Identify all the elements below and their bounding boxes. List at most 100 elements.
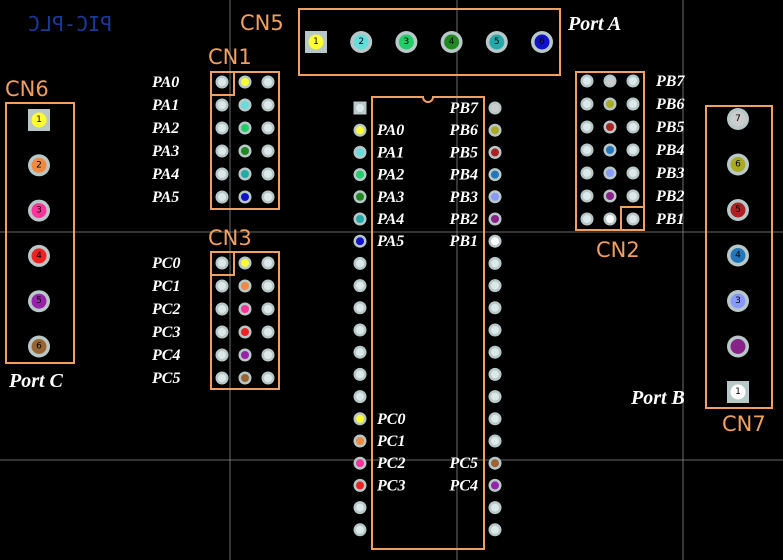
ic-pin-right-25: [488, 434, 502, 448]
cn1-label-pa5: PA5: [151, 189, 179, 206]
ic-label-left-pa2: PA2: [376, 167, 404, 184]
cn3-pad-c-4: [261, 348, 275, 362]
ic-label-right-pb3: PB3: [449, 189, 478, 206]
ic-pin-right-32: [488, 279, 502, 293]
cn3-pad-a-5: [215, 371, 229, 385]
cn2-label-pb3: PB3: [655, 165, 684, 182]
ic-label-left-pa1: PA1: [376, 144, 404, 161]
cn6-pin-4: 4: [28, 244, 50, 267]
ic-label-left-pc1: PC1: [376, 433, 405, 450]
cn7-pin-2: 6: [727, 153, 749, 176]
ic-label-right-pc5: PC5: [449, 455, 478, 472]
cn3-pad-a-1: [215, 279, 229, 293]
port-c-label: Port C: [8, 370, 64, 392]
cn2-pad-b-2: [603, 120, 617, 134]
ic-label-right-pb1: PB1: [449, 233, 478, 250]
ic-pin-right-38: [488, 145, 502, 159]
cn6-pin-1-number: 1: [36, 115, 42, 125]
ic-pin-left-15: [353, 412, 367, 426]
cn3-pad-c-5: [261, 371, 275, 385]
cn2-pad-c-6: [626, 212, 640, 226]
ic-pin-right-33: [488, 256, 502, 270]
ic-pin-right-21: [488, 523, 502, 537]
cn1-pad-c-2: [261, 121, 275, 135]
cn7-pin-1: 7: [727, 108, 749, 130]
cn3-pad-b-2: [238, 302, 252, 316]
ic-pin-left-13: [353, 367, 367, 381]
cn1-pad-a-1: [215, 98, 229, 112]
cn6-outline: [5, 102, 75, 364]
ic-pin-right-30: [488, 323, 502, 337]
cn1-label: CN1: [208, 45, 252, 69]
cn3-pad-b-3: [238, 325, 252, 339]
cn5-label: CN5: [240, 11, 284, 35]
ic-pin-left-6: [353, 212, 367, 226]
cn2-pin1-marker: [620, 206, 645, 231]
cn6-pin-5: 5: [28, 290, 50, 313]
cn7-pin-1-number: 7: [735, 114, 741, 124]
cn1-label-pa3: PA3: [151, 143, 179, 160]
ic-label-left-pa3: PA3: [376, 189, 404, 206]
cn1-pad-b-5: [238, 190, 252, 204]
cn5-outline: [298, 8, 561, 76]
ic-pin-right-27: [488, 390, 502, 404]
cn3-outline: [210, 251, 280, 390]
cn2-pad-a-3: [580, 143, 594, 157]
cn6-pin-4-number: 4: [36, 251, 42, 261]
cn2-pad-a-4: [580, 166, 594, 180]
cn3-pad-c-2: [261, 302, 275, 316]
cn7-pin-2-number: 6: [735, 160, 741, 170]
cn3-pad-a-0: [215, 256, 229, 270]
cn3-label-pc3: PC3: [151, 324, 180, 341]
cn6-pin-2: 2: [28, 154, 50, 177]
cn5-pin-4-number: 4: [449, 37, 455, 47]
ic-label-right-pb4: PB4: [449, 167, 478, 184]
cn2-pad-c-5: [626, 189, 640, 203]
ic-pin-left-16: [353, 434, 367, 448]
ic-outline: [371, 96, 485, 550]
cn3-label-pc2: PC2: [151, 301, 180, 318]
ic-pin-left-9: [353, 279, 367, 293]
cn1-pad-a-4: [215, 167, 229, 181]
cn1-label-pa0: PA0: [151, 74, 179, 91]
cn6-pin-3: 3: [28, 199, 50, 222]
ic-pin-right-28: [488, 367, 502, 381]
cn1-pad-b-3: [238, 144, 252, 158]
cn6-pin-6: 6: [28, 335, 50, 358]
cn3-pin1-marker: [210, 251, 235, 276]
cn3-label-pc5: PC5: [151, 370, 180, 387]
ic-pin-right-35: [488, 212, 502, 226]
cn3-pad-b-4: [238, 348, 252, 362]
ic-label-right-pb6: PB6: [449, 122, 478, 139]
cn3-pad-b-0: [238, 256, 252, 270]
ic-pin-right-40: [488, 101, 502, 115]
ic-pin-left-20: [353, 523, 367, 537]
cn3-label-pc4: PC4: [151, 347, 180, 364]
cn5-pin-2: 2: [350, 31, 373, 53]
cn2-pad-a-2: [580, 120, 594, 134]
ic-label-left-pa0: PA0: [376, 122, 404, 139]
cn1-pad-a-5: [215, 190, 229, 204]
cn7-pin-3: 5: [727, 199, 749, 221]
ic-pin-right-29: [488, 345, 502, 359]
cn2-pad-b-3: [603, 143, 617, 157]
ic-pin-right-39: [488, 123, 502, 137]
cn3-label-pc1: PC1: [151, 278, 180, 295]
cn7-pin-3-number: 5: [735, 205, 741, 215]
ic-pin-right-24: [488, 456, 502, 470]
cn7-pin-4-number: 4: [735, 251, 741, 261]
cn3-pad-c-0: [261, 256, 275, 270]
ic-pin-right-31: [488, 301, 502, 315]
cn2-pad-b-6: [603, 212, 617, 226]
ic-label-left-pc2: PC2: [376, 455, 405, 472]
cn2-outline: [575, 71, 645, 231]
cn6-pin-5-number: 5: [36, 296, 42, 306]
ic-pin-left-5: [353, 190, 367, 204]
cn1-pad-c-4: [261, 167, 275, 181]
cn1-label-pa4: PA4: [151, 166, 179, 183]
cn6-pin-3-number: 3: [36, 206, 42, 216]
cn2-pad-c-2: [626, 120, 640, 134]
